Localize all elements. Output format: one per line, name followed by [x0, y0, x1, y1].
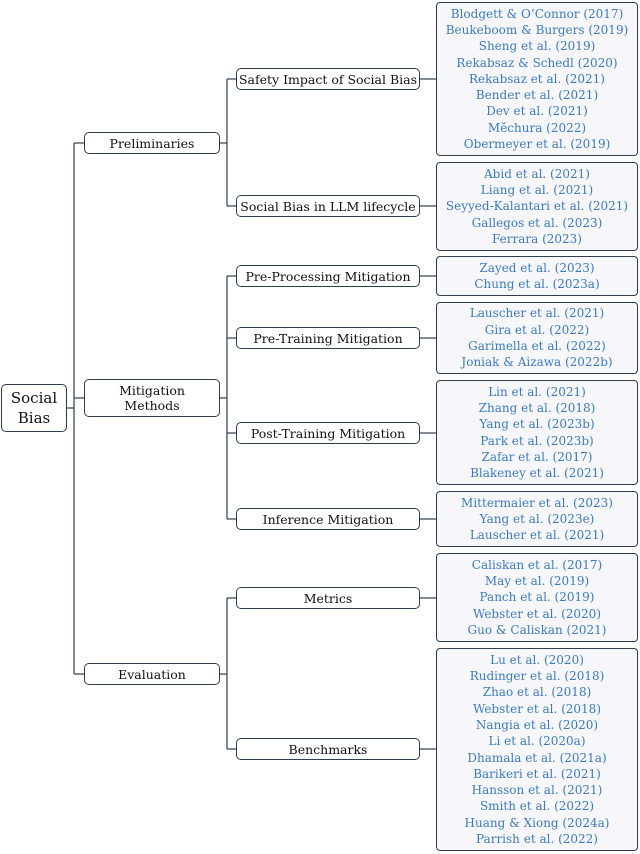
references-benchmarks: Lu et al. (2020) Rudinger et al. (2018)Zh…: [436, 648, 638, 851]
reference-citation[interactable]: Webster et al. (2020): [472, 606, 602, 621]
reference-citation[interactable]: Blodgett & O’Connor (2017): [450, 6, 624, 21]
reference-citation[interactable]: Abid et al. (2021): [484, 166, 590, 181]
reference-citation[interactable]: Hansson et al. (2021): [471, 783, 603, 798]
reference-citation[interactable]: Ferrara (2023): [491, 231, 582, 246]
reference-citation[interactable]: Park et al. (2023b): [480, 433, 594, 448]
reference-citation[interactable]: Li et al. (2020a): [488, 734, 586, 749]
reference-citation[interactable]: Gira et al. (2022): [484, 322, 590, 337]
reference-citation[interactable]: Smith et al. (2022): [479, 799, 595, 814]
reference-citation[interactable]: Nangia et al. (2020): [475, 717, 599, 732]
reference-citation[interactable]: Sheng et al. (2019): [478, 39, 596, 54]
reference-citation[interactable]: Rudinger et al. (2018): [469, 669, 605, 684]
reference-citation[interactable]: Parrish et al. (2022): [476, 831, 598, 846]
subcategory-pre-training: Pre-Training Mitigation: [236, 327, 420, 349]
reference-citation[interactable]: Panch et al. (2019): [479, 590, 595, 605]
category-mitigation-methods: Mitigation Methods: [84, 379, 220, 417]
reference-citation[interactable]: Blakeney et al. (2021): [470, 466, 604, 481]
subcategory-inference: Inference Mitigation: [236, 508, 420, 530]
reference-citation[interactable]: Garimella et al. (2022): [468, 339, 606, 353]
reference-citation[interactable]: Barikeri et al. (2021): [473, 766, 601, 781]
subcategory-pre-processing: Pre-Processing Mitigation: [236, 265, 420, 287]
reference-citation[interactable]: Měchura (2022): [487, 120, 587, 135]
references-llm-lifecycle: Abid et al. (2021) Liang et al. (2021)Sey…: [436, 162, 638, 251]
reference-citation[interactable]: Zhao et al. (2018): [482, 685, 592, 700]
reference-citation[interactable]: Beukeboom & Burgers (2019): [445, 22, 629, 37]
reference-citation[interactable]: Lauscher et al. (2021): [469, 528, 605, 543]
reference-citation[interactable]: Bender et al. (2021): [475, 88, 599, 103]
subcategory-llm-lifecycle: Social Bias in LLM lifecycle: [236, 195, 420, 217]
references-post-training: Lin et al. (2021)Zhang et al. (2018) Yang…: [436, 380, 638, 485]
root-node-social-bias: Social Bias: [1, 384, 67, 432]
reference-citation[interactable]: Guo & Caliskan (2021): [467, 622, 607, 637]
category-evaluation: Evaluation: [84, 663, 220, 685]
category-preliminaries: Preliminaries: [84, 132, 220, 154]
reference-citation[interactable]: Yang et al. (2023b): [479, 417, 595, 432]
references-pre-processing: Zayed et al. (2023) Chung et al. (2023a): [436, 256, 638, 296]
references-pre-training: Lauscher et al. (2021)Gira et al. (2022)…: [436, 302, 638, 374]
reference-citation[interactable]: Yang et al. (2023e): [479, 511, 595, 526]
reference-citation[interactable]: Lauscher et al. (2021): [469, 306, 605, 321]
subcategory-benchmarks: Benchmarks: [236, 738, 420, 760]
reference-citation[interactable]: Zayed et al. (2023): [479, 260, 595, 275]
references-metrics: Caliskan et al. (2017) May et al. (2019)P…: [436, 553, 638, 642]
reference-citation[interactable]: Mittermaier et al. (2023): [461, 495, 613, 510]
reference-citation[interactable]: Obermeyer et al. (2019): [463, 137, 611, 152]
reference-citation[interactable]: Rekabsaz et al. (2021): [469, 71, 605, 86]
reference-citation[interactable]: Liang et al. (2021): [480, 183, 594, 198]
reference-citation[interactable]: Webster et al. (2018): [472, 701, 602, 716]
reference-citation[interactable]: Seyyed-Kalantari et al. (2021): [445, 199, 629, 214]
reference-citation[interactable]: Huang & Xiong (2024a): [464, 815, 610, 830]
reference-citation[interactable]: Rekabsaz & Schedl (2020): [456, 55, 618, 70]
reference-citation[interactable]: Caliskan et al. (2017): [471, 557, 603, 572]
subcategory-safety-impact: Safety Impact of Social Bias: [236, 68, 420, 90]
subcategory-metrics: Metrics: [236, 587, 420, 609]
reference-citation[interactable]: Lin et al. (2021): [488, 384, 586, 399]
reference-citation[interactable]: Dhamala et al. (2021a): [467, 750, 607, 765]
reference-citation[interactable]: Lu et al. (2020): [490, 652, 584, 667]
references-inference: Mittermaier et al. (2023)Yang et al. (20…: [436, 491, 638, 547]
reference-citation[interactable]: Dev et al. (2021): [486, 104, 588, 119]
reference-citation[interactable]: Chung et al. (2023a): [474, 277, 600, 291]
subcategory-post-training: Post-Training Mitigation: [236, 422, 420, 444]
reference-citation[interactable]: Gallegos et al. (2023): [471, 215, 603, 230]
reference-citation[interactable]: Zhang et al. (2018): [478, 400, 596, 415]
references-safety-impact: Blodgett & O’Connor (2017)Beukeboom & Bu…: [436, 2, 638, 156]
reference-citation[interactable]: Joniak & Aizawa (2022b): [461, 355, 613, 370]
reference-citation[interactable]: May et al. (2019): [484, 574, 590, 589]
reference-citation[interactable]: Zafar et al. (2017): [481, 449, 593, 464]
